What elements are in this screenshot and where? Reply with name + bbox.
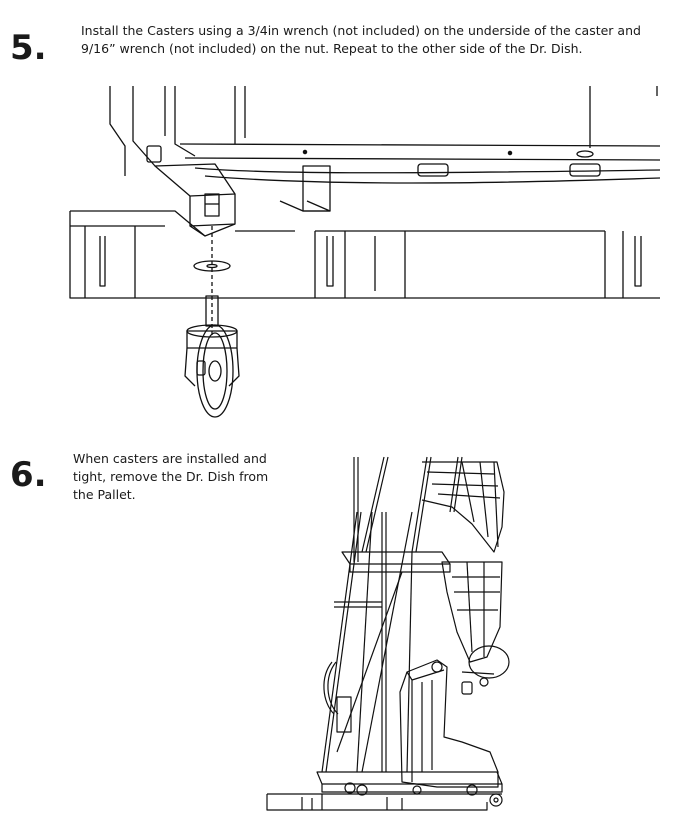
step-6-number: 6. — [10, 455, 47, 495]
step-5-number: 5. — [10, 28, 47, 68]
caster-installation-illustration — [65, 86, 660, 426]
step-5-instructions: Install the Casters using a 3/4in wrench… — [81, 23, 641, 56]
dr-dish-machine-illustration — [262, 452, 517, 814]
step-6-instructions: When casters are installed and tight, re… — [73, 451, 269, 502]
